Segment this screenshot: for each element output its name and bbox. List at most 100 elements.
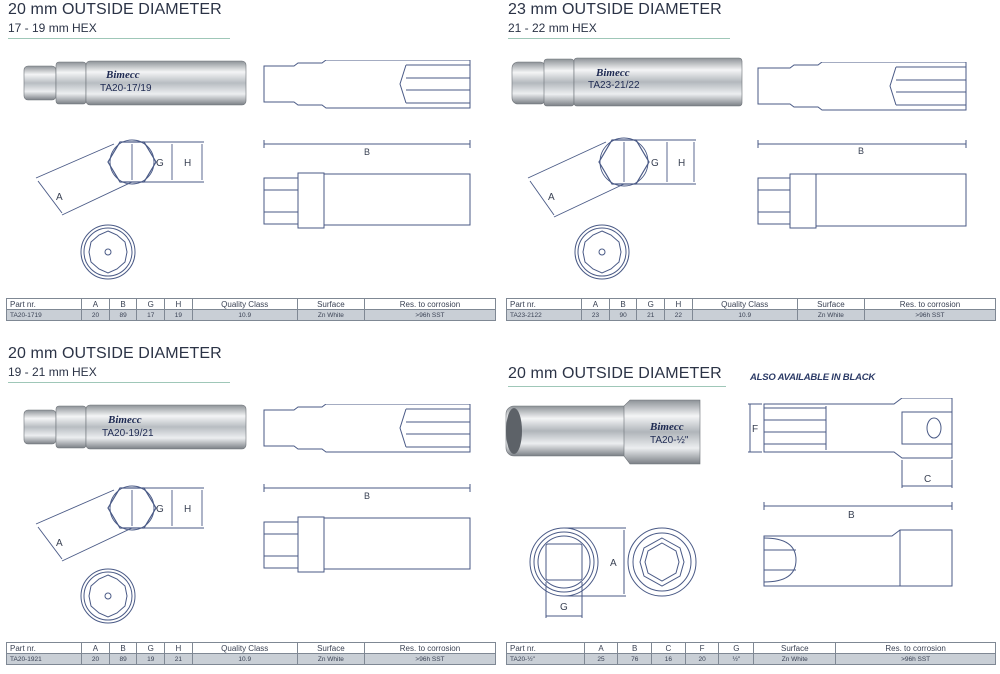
cell-part-nr: TA20-½": [506, 653, 585, 665]
product-photo: Bimecc TA20-½": [504, 398, 714, 466]
product-panel-ta20-1921: 20 mm OUTSIDE DIAMETER 19 - 21 mm HEX Bi…: [4, 344, 500, 674]
cell: 76: [617, 653, 653, 665]
availability-note: ALSO AVAILABLE IN BLACK: [750, 372, 876, 383]
product-panel-ta23-2122: 23 mm OUTSIDE DIAMETER 21 - 22 mm HEX Bi…: [504, 0, 1000, 330]
cell: Zn White: [296, 653, 365, 665]
12-point-socket-end-view: [572, 222, 632, 282]
cell: 21: [636, 309, 666, 321]
section-heading: 20 mm OUTSIDE DIAMETER 19 - 21 mm HEX: [8, 344, 230, 383]
section-title: 20 mm OUTSIDE DIAMETER: [508, 365, 722, 382]
col-header: B: [108, 298, 138, 310]
dim-a-label: A: [548, 192, 555, 203]
model-label: TA23-21/22: [588, 80, 640, 91]
col-header: A: [581, 298, 610, 310]
dim-g-label: G: [156, 158, 164, 169]
section-subtitle: 19 - 21 mm HEX: [8, 365, 97, 379]
col-header: B: [608, 298, 638, 310]
cell: 89: [108, 653, 138, 665]
brand-label: Bimecc: [595, 67, 630, 79]
col-header: H: [164, 298, 193, 310]
cell: Zn White: [796, 309, 865, 321]
section-title: 20 mm OUTSIDE DIAMETER: [8, 1, 222, 18]
side-section-drawing: B: [258, 60, 488, 230]
end-views-drawing: A G: [526, 526, 726, 626]
section-heading: 20 mm OUTSIDE DIAMETER 17 - 19 mm HEX: [8, 0, 230, 39]
side-section-drawing: B: [754, 62, 984, 232]
cell-part-nr: TA20-1921: [5, 653, 83, 665]
cell: 20: [81, 309, 110, 321]
model-label: TA20-½": [650, 435, 689, 446]
dim-h-label: H: [678, 158, 685, 169]
spec-table: Part nr. A B C F G Surface Res. to corro…: [506, 642, 996, 665]
spec-table: Part nr. A B G H Quality Class Surface R…: [5, 642, 497, 665]
model-label: TA20-17/19: [100, 83, 152, 94]
col-header: Quality Class: [691, 298, 798, 310]
col-header: B: [617, 642, 653, 654]
cell: ½": [718, 653, 755, 665]
section-title: 20 mm OUTSIDE DIAMETER: [8, 345, 222, 362]
cell: 20: [684, 653, 720, 665]
cell: 10.9: [691, 309, 798, 321]
table-row: TA20-1719 20 89 17 19 10.9 Zn White >96h…: [5, 309, 497, 321]
cell: 10.9: [191, 309, 298, 321]
col-header: Surface: [296, 642, 365, 654]
col-header: Part nr.: [506, 642, 585, 654]
12-point-socket-end-view: [78, 566, 138, 626]
cell: >96h SST: [363, 653, 497, 665]
col-header: C: [651, 642, 686, 654]
cell: 19: [164, 309, 193, 321]
cell: 10.9: [191, 653, 298, 665]
product-photo: Bimecc TA20-19/21: [18, 402, 248, 450]
model-label: TA20-19/21: [102, 428, 154, 439]
dim-a-label: A: [56, 192, 63, 203]
dim-g-label: G: [156, 504, 164, 515]
12-point-socket-end-view: [78, 222, 138, 282]
spec-table: Part nr. A B G H Quality Class Surface R…: [5, 298, 497, 321]
dim-c-label: C: [924, 474, 931, 485]
dim-a-label: A: [56, 538, 63, 549]
col-header: H: [164, 642, 193, 654]
section-subtitle: 21 - 22 mm HEX: [508, 21, 597, 35]
dim-a-label: A: [610, 558, 617, 569]
col-header: G: [136, 298, 166, 310]
side-section-drawing: F C B: [744, 398, 964, 588]
cell: 21: [164, 653, 193, 665]
table-row: TA20-½" 25 76 16 20 ½" Zn White >96h SST: [506, 653, 996, 665]
dim-h-label: H: [184, 504, 191, 515]
product-photo: Bimecc TA23-21/22: [508, 56, 744, 108]
dim-b-label: B: [858, 146, 864, 156]
col-header: G: [636, 298, 666, 310]
col-header: Part nr.: [5, 298, 83, 310]
col-header: H: [664, 298, 693, 310]
cell: >96h SST: [863, 309, 997, 321]
cell: Zn White: [753, 653, 837, 665]
col-header: Quality Class: [191, 642, 298, 654]
col-header: Surface: [296, 298, 365, 310]
cell: Zn White: [296, 309, 365, 321]
col-header: F: [684, 642, 720, 654]
col-header: Surface: [753, 642, 837, 654]
dim-g-label: G: [651, 158, 659, 169]
hex-dimension-drawing: G H A: [32, 130, 212, 225]
cell: 89: [108, 309, 138, 321]
col-header: A: [81, 298, 110, 310]
col-header: B: [108, 642, 138, 654]
cell: 25: [583, 653, 619, 665]
product-photo: Bimecc TA20-17/19: [18, 58, 248, 106]
cell: 22: [664, 309, 693, 321]
table-row: TA23-2122 23 90 21 22 10.9 Zn White >96h…: [505, 309, 997, 321]
dim-b-label: B: [364, 147, 370, 157]
col-header: G: [718, 642, 755, 654]
product-panel-ta20-1719: 20 mm OUTSIDE DIAMETER 17 - 19 mm HEX Bi…: [4, 0, 500, 330]
col-header: Surface: [796, 298, 865, 310]
dim-g-label: G: [560, 602, 568, 613]
col-header: Res. to corrosion: [835, 642, 996, 654]
cell: 20: [81, 653, 110, 665]
dim-b-label: B: [848, 510, 855, 521]
section-title: 23 mm OUTSIDE DIAMETER: [508, 1, 722, 18]
cell: 19: [136, 653, 166, 665]
cell: 16: [651, 653, 686, 665]
side-section-drawing: B: [258, 404, 488, 574]
col-header: Quality Class: [191, 298, 298, 310]
cell: 23: [581, 309, 610, 321]
